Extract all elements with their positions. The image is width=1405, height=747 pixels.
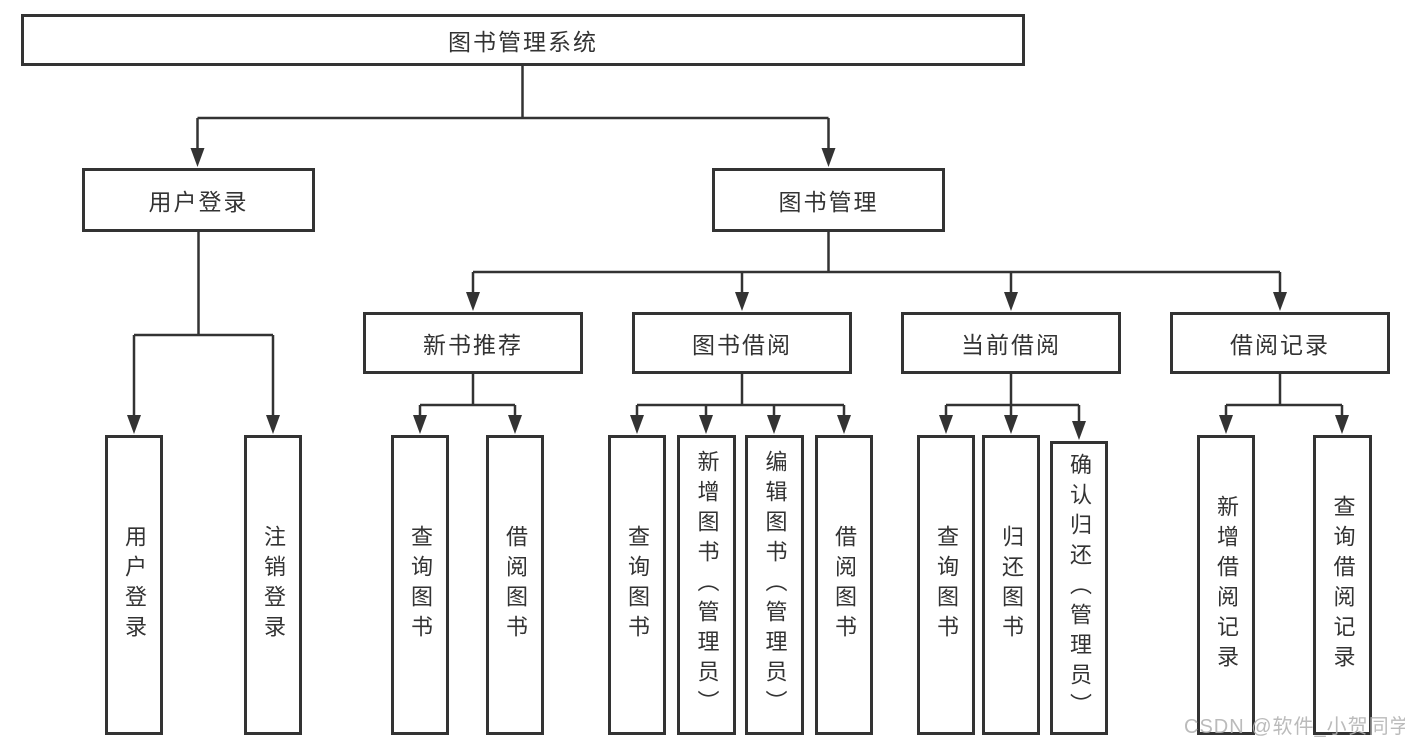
node-new-book-recommend: 新书推荐 [363, 312, 583, 374]
leaf-add-books-admin: 新增图书（管理员） [677, 435, 736, 735]
node-library-management-system: 图书管理系统 [21, 14, 1025, 66]
leaf-borrow-books-borrowing: 借阅图书 [815, 435, 873, 735]
leaf-label: 查询图书 [934, 525, 959, 645]
node-label: 图书借阅 [692, 332, 792, 358]
leaf-label: 归还图书 [999, 525, 1024, 645]
leaf-add-borrow-record: 新增借阅记录 [1197, 435, 1255, 735]
node-book-borrowing: 图书借阅 [632, 312, 852, 374]
connector-current-borrowing [944, 374, 1081, 423]
arrowheads [127, 148, 1349, 440]
node-label: 借阅记录 [1230, 332, 1330, 358]
leaf-query-books-recommend: 查询图书 [391, 435, 449, 735]
connector-root [196, 65, 830, 150]
leaf-logout: 注销登录 [244, 435, 302, 735]
connector-borrowing-records [1224, 374, 1344, 417]
node-label: 当前借阅 [961, 332, 1061, 358]
leaf-label: 用户登录 [122, 525, 147, 645]
leaf-user-login: 用户登录 [105, 435, 163, 735]
leaf-borrow-books-recommend: 借阅图书 [486, 435, 544, 735]
connector-new-book-recommend [418, 374, 517, 417]
node-user-login: 用户登录 [82, 168, 315, 232]
node-current-borrowing: 当前借阅 [901, 312, 1121, 374]
leaf-label: 注销登录 [261, 525, 286, 645]
connector-user-login [132, 232, 275, 417]
leaf-label: 确认归还（管理员） [1067, 453, 1092, 723]
leaf-label: 查询图书 [625, 525, 650, 645]
connector-book-management [471, 232, 1282, 294]
leaf-label: 新增图书（管理员） [694, 450, 720, 720]
leaf-label: 新增借阅记录 [1214, 495, 1239, 675]
leaf-query-books-current: 查询图书 [917, 435, 975, 735]
leaf-label: 查询图书 [408, 525, 433, 645]
leaf-return-books: 归还图书 [982, 435, 1040, 735]
leaf-query-borrow-record: 查询借阅记录 [1313, 435, 1372, 735]
leaf-label: 借阅图书 [503, 525, 528, 645]
leaf-label: 编辑图书（管理员） [762, 450, 788, 720]
node-label: 图书管理系统 [448, 29, 598, 55]
connector-book-borrowing [635, 374, 846, 417]
node-book-management: 图书管理 [712, 168, 945, 232]
leaf-edit-books-admin: 编辑图书（管理员） [745, 435, 804, 735]
leaf-confirm-return-admin: 确认归还（管理员） [1050, 441, 1108, 735]
leaf-label: 借阅图书 [832, 525, 857, 645]
node-borrowing-records: 借阅记录 [1170, 312, 1390, 374]
leaf-label: 查询借阅记录 [1330, 495, 1356, 675]
node-label: 新书推荐 [423, 332, 523, 358]
node-label: 用户登录 [148, 189, 249, 215]
node-label: 图书管理 [778, 189, 879, 215]
leaf-query-books-borrowing: 查询图书 [608, 435, 666, 735]
csdn-watermark: CSDN @软件_小贺同学 [1184, 716, 1405, 738]
